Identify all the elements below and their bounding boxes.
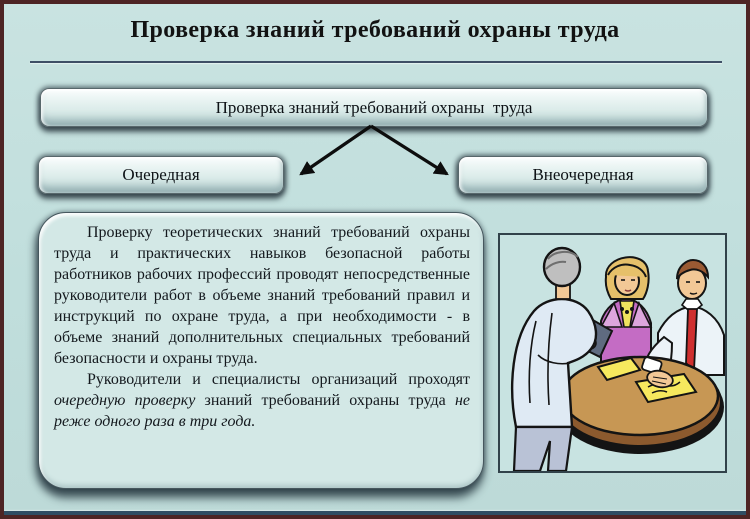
woman-figure [599, 256, 653, 364]
standing-man-figure [511, 246, 614, 471]
paragraph-2-text-1: Руководители и специалисты организаций п… [87, 371, 470, 388]
page-title: Проверка знаний требований охраны труда [130, 17, 620, 43]
flowchart-root-label: Проверка знаний требований охраны труда [215, 97, 533, 117]
flowchart-right-label: Внеочередная [532, 165, 634, 184]
body-text-panel: Проверку теоретических знаний требований… [38, 212, 484, 489]
arrow-right-icon [370, 124, 449, 176]
arrow-left-icon [299, 124, 372, 176]
flowchart-right-box: Внеочередная [458, 156, 708, 194]
paragraph-2-text-2: знаний требований охраны труда [195, 392, 455, 409]
flowchart-left-box: Очередная [38, 156, 284, 194]
paragraph-2-italic-1: очередную проверку [54, 392, 196, 409]
title-divider [30, 61, 722, 63]
seated-man-figure [644, 258, 725, 377]
connector-arrows [299, 124, 449, 176]
paragraph-2-italic-2: не реже одного раза в три года. [54, 392, 470, 430]
bottom-bar [4, 511, 746, 515]
flowchart-root-box: Проверка знаний требований охраны труда [40, 88, 708, 127]
meeting-illustration-frame [498, 233, 727, 473]
paragraph-2: Руководители и специалисты организаций п… [54, 369, 470, 432]
flowchart-left-label: Очередная [122, 165, 200, 184]
paragraph-1: Проверку теоретических знаний требований… [54, 224, 470, 367]
seated-man-hand [641, 356, 674, 389]
meeting-illustration [511, 246, 725, 471]
table [556, 355, 724, 454]
